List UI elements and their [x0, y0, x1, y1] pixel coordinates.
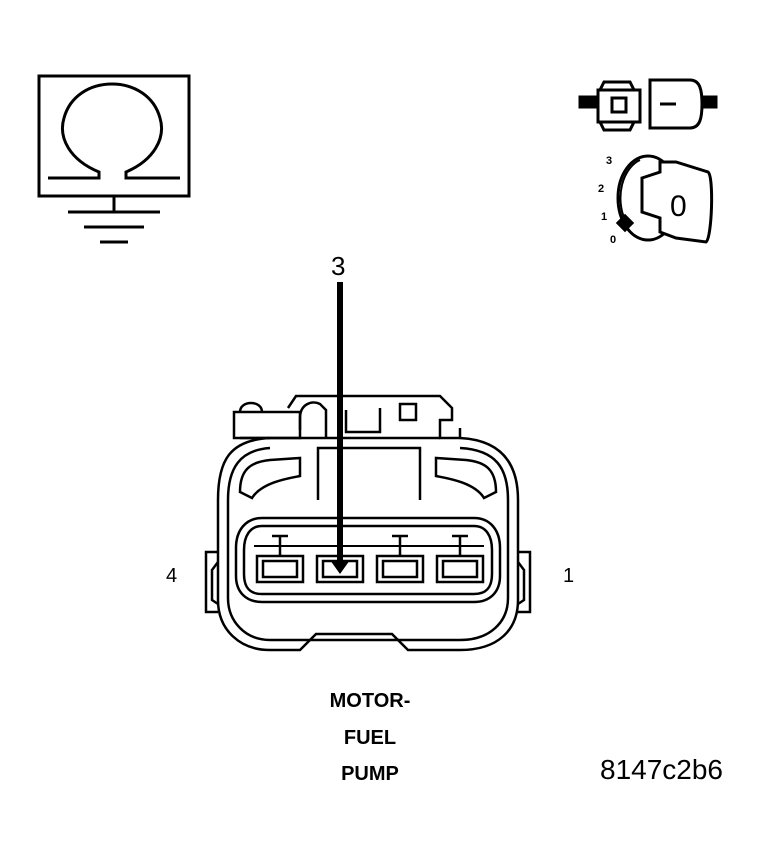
left-pin-label: 4	[166, 565, 178, 587]
probe-pin-label: 3	[331, 251, 346, 281]
caption-line-3: PUMP	[341, 763, 399, 785]
terminal-pin-4	[255, 534, 305, 584]
ignition-position-3: 3	[606, 155, 613, 167]
reference-code: 8147c2b6	[600, 754, 724, 785]
terminal-pin-1	[435, 534, 485, 584]
ignition-key-label: 0	[670, 190, 687, 223]
battery-disconnect-icon	[578, 78, 718, 132]
terminal-pin-2	[375, 534, 425, 584]
ignition-key-icon	[615, 154, 714, 244]
ignition-position-0: 0	[610, 234, 617, 246]
ignition-position-2: 2	[598, 183, 605, 195]
right-pin-label: 1	[563, 565, 575, 587]
terminals	[254, 534, 485, 584]
probe-arrow	[330, 282, 350, 574]
connector-body	[204, 394, 532, 652]
ohm-meter-icon	[37, 74, 191, 244]
ignition-position-1: 1	[601, 211, 608, 223]
caption-line-2: FUEL	[343, 727, 397, 749]
caption-line-1: MOTOR-	[329, 690, 411, 712]
